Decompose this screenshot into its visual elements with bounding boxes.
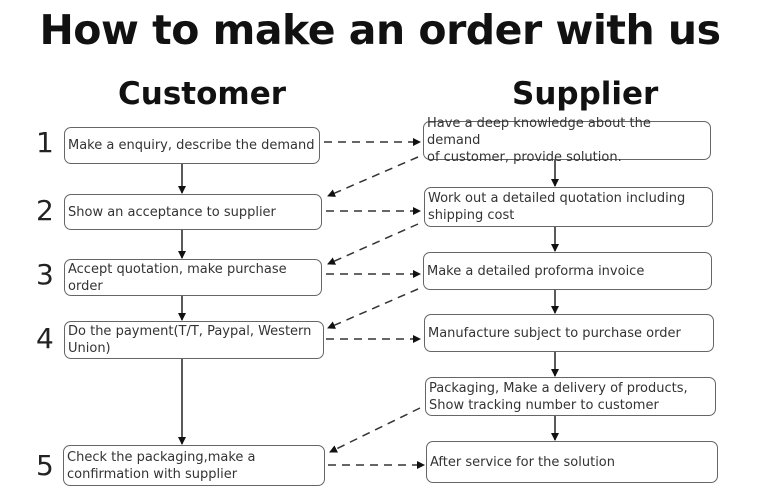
supplier-step-box: Work out a detailed quotation including … [424,187,713,227]
supplier-column-heading: Supplier [512,76,659,112]
customer-step-text: Make a enquiry, describe the demand [68,138,315,153]
customer-step-text: Do the payment(T/T, Paypal, Western Unio… [68,324,312,356]
step-number: 1 [36,126,54,159]
customer-step-box: Make a enquiry, describe the demand [64,127,320,164]
step-number: 2 [36,194,54,227]
customer-step-text: Show an acceptance to supplier [68,204,276,220]
supplier-step-text: Work out a detailed quotation including … [428,191,686,223]
supplier-step-box: Have a deep knowledge about the demand o… [423,116,711,165]
supplier-step-text: Packaging, Make a delivery of products, … [429,380,688,413]
customer-step-box: Check the packaging,make a confirmation … [63,445,325,486]
supplier-step-box: After service for the solution [426,441,718,483]
supplier-step-box: Packaging, Make a delivery of products, … [425,377,716,416]
supplier-step-text: After service for the solution [430,454,616,470]
customer-step-box: Show an acceptance to supplier [64,194,322,230]
customer-step-text: Check the packaging,make a confirmation … [67,449,256,482]
dashed-arrow-s3-c4 [327,288,419,329]
dashed-arrow-s2-c3 [327,223,419,265]
customer-step-box: Do the payment(T/T, Paypal, Western Unio… [64,321,324,359]
step-number: 4 [36,322,54,355]
dashed-arrow-s5-c5 [329,407,421,453]
supplier-step-text: Have a deep knowledge about the demand o… [427,116,651,165]
supplier-step-box: Make a detailed proforma invoice [423,252,712,290]
supplier-step-text: Make a detailed proforma invoice [427,263,645,279]
page-title: How to make an order with us [39,6,721,54]
dashed-arrow-s1-c2 [327,156,419,197]
step-number: 5 [36,449,54,482]
customer-step-text: Accept quotation, make purchase order [68,261,287,294]
step-number: 3 [36,258,54,291]
customer-column-heading: Customer [118,76,287,112]
customer-step-box: Accept quotation, make purchase order [64,259,322,296]
supplier-step-text: Manufacture subject to purchase order [428,325,681,341]
supplier-step-box: Manufacture subject to purchase order [424,314,714,352]
